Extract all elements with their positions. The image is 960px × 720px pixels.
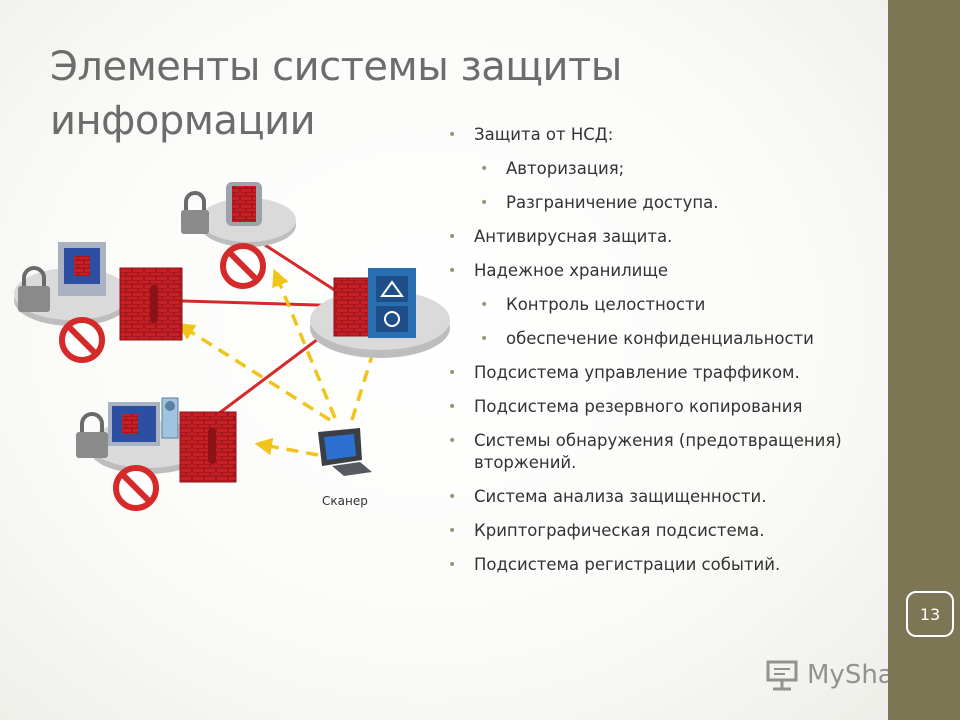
monitor-icon	[58, 242, 106, 296]
bullet-item: Защита от НСД:	[448, 124, 878, 146]
lock-icon	[18, 266, 50, 312]
workstation-node	[14, 242, 183, 363]
firewall-icon	[333, 277, 375, 337]
presentation-board-icon	[766, 660, 798, 691]
bullet-item: Подсистема регистрации событий.	[448, 554, 878, 576]
lock-icon	[181, 191, 209, 234]
slide: Элементы системы защиты информации	[0, 0, 888, 720]
bullet-item: Системы обнаружения (предотвращения) вто…	[448, 430, 878, 474]
bullet-subitem: Разграничение доступа.	[448, 192, 878, 214]
monitor-icon	[108, 402, 160, 446]
bullet-subitem: Авторизация;	[448, 158, 878, 180]
server-node	[181, 182, 296, 289]
bullet-item: Система анализа защищенности.	[448, 486, 878, 508]
bullet-item: Криптографическая подсистема.	[448, 520, 878, 542]
bullet-subitem: Контроль целостности	[448, 294, 878, 316]
scan-arrows	[177, 268, 385, 457]
no-virus-icon	[59, 317, 105, 363]
user-workstation-node	[76, 397, 237, 511]
router-icon	[368, 268, 416, 338]
firewall-icon	[119, 267, 183, 341]
network-diagram	[14, 182, 450, 511]
bullet-list: Защита от НСД: Авторизация; Разграничени…	[448, 124, 878, 588]
slide-title: Элементы системы защиты информации	[50, 44, 622, 144]
bullet-item: Подсистема управление траффиком.	[448, 362, 878, 384]
no-virus-icon	[220, 243, 266, 289]
scanner-label: Сканер	[322, 494, 368, 508]
server-icon	[226, 182, 262, 226]
bullet-item: Антивирусная защита.	[448, 226, 878, 248]
slide-number: 13	[906, 591, 954, 637]
no-virus-icon	[113, 465, 159, 511]
user-icon	[161, 397, 179, 439]
scanner-monitor-icon	[318, 428, 372, 476]
bullet-item: Надежное хранилище	[448, 260, 878, 282]
bullet-item: Подсистема резервного копирования	[448, 396, 878, 418]
firewall-icon	[179, 411, 237, 483]
bullet-subitem: обеспечение конфиденциальности	[448, 328, 878, 350]
lock-icon	[76, 412, 108, 458]
gateway-node	[310, 268, 450, 358]
